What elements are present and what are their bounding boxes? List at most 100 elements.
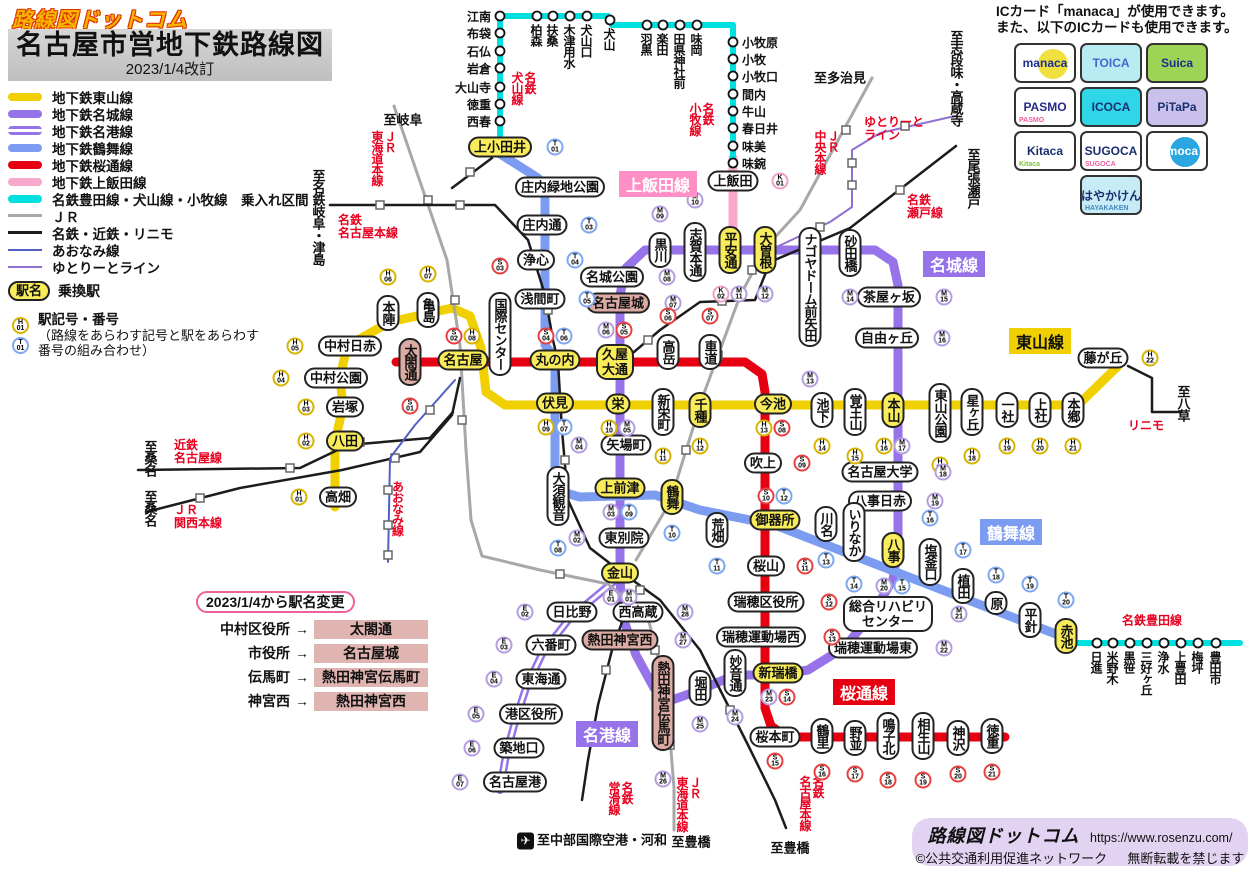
minor-station-dot [564,10,576,22]
minor-station-dot [1141,637,1153,649]
rail-name-label: 至八草 [1175,385,1191,421]
station-pill: 名城公園 [579,266,645,288]
rail-name-label: 名鉄 名古屋本線 [798,775,825,831]
rail-name-label: 至豊橋 [671,834,711,850]
legend-swatch [8,126,42,135]
rail-name-label: 名鉄豊田線 [1121,613,1183,628]
ic-card-subtext: HAYAKAKEN [1085,205,1129,212]
minor-station-dot [727,157,739,169]
minor-station-dot [727,88,739,100]
station-pill: 上社 [1028,392,1052,428]
station-pill: 桜本町 [749,726,801,748]
minor-station-dot [604,14,616,26]
station-pill: 今池 [753,393,793,415]
minor-station-dot [674,19,686,31]
line-meitetsu-seto [632,144,958,354]
footer-copyright: ©公共交通利用促進ネットワーク [915,851,1108,866]
footer-url[interactable]: https://www.rosenzu.com/ [1090,831,1233,845]
ic-card-name: PASMO [1023,100,1067,114]
minor-station-dot [1124,637,1136,649]
transfer-station-label: 乗換駅 [58,283,101,299]
station-pill: 野並 [843,720,867,756]
station-pill: 鶴舞 [660,479,684,515]
station-pill: 瑞穂運動場東 [827,637,919,659]
minor-station-label: 牛山 [742,105,767,119]
rename-row: 中村区役所→太閤通 [196,617,428,641]
station-rename-box: 2023/1/4から駅名変更 中村区役所→太閤通市役所→名古屋城伝馬町→熱田神宮… [196,591,428,713]
rail-name-label: 近鉄 名古屋線 [173,438,223,465]
rail-name-label: ゆとりーと ライン [863,115,925,142]
rename-old-name: 中村区役所 [220,621,290,637]
ic-note-line2: また、以下のICカードも使用できます。 [996,20,1238,35]
rail-station-square [375,200,385,210]
station-pill: 堀田 [688,670,712,706]
minor-station-label: 木津用水 [562,24,576,68]
rail-station-square [601,665,611,675]
minor-station-dot [727,140,739,152]
rename-row: 市役所→名古屋城 [196,641,428,665]
station-pill: 太閤通 [398,338,422,386]
station-pill: 庄内通 [516,214,568,236]
station-pill: 高岳 [656,334,680,370]
minor-station-dot [494,98,506,110]
legend-item: 地下鉄名港線 [8,122,309,140]
line-name-label: 鶴舞線 [979,519,1043,545]
ic-card-name: SUGOCA [1084,144,1138,158]
minor-station-dot [494,27,506,39]
legend-label: ゆとりーとライン [52,260,160,276]
station-pill: 御器所 [749,509,801,531]
rail-station-square [681,445,691,455]
ic-card-Suica: Suica [1146,43,1208,83]
rail-name-label: ✈至中部国際空港・河和 [516,832,667,850]
minor-station-label: 黒笹 [1122,651,1136,673]
rename-title: 2023/1/4から駅名変更 [196,591,355,613]
ic-note-line1: ICカード「manaca」が使用できます。 [996,4,1234,19]
rename-row: 神宮西→熱田神宮西 [196,689,428,713]
